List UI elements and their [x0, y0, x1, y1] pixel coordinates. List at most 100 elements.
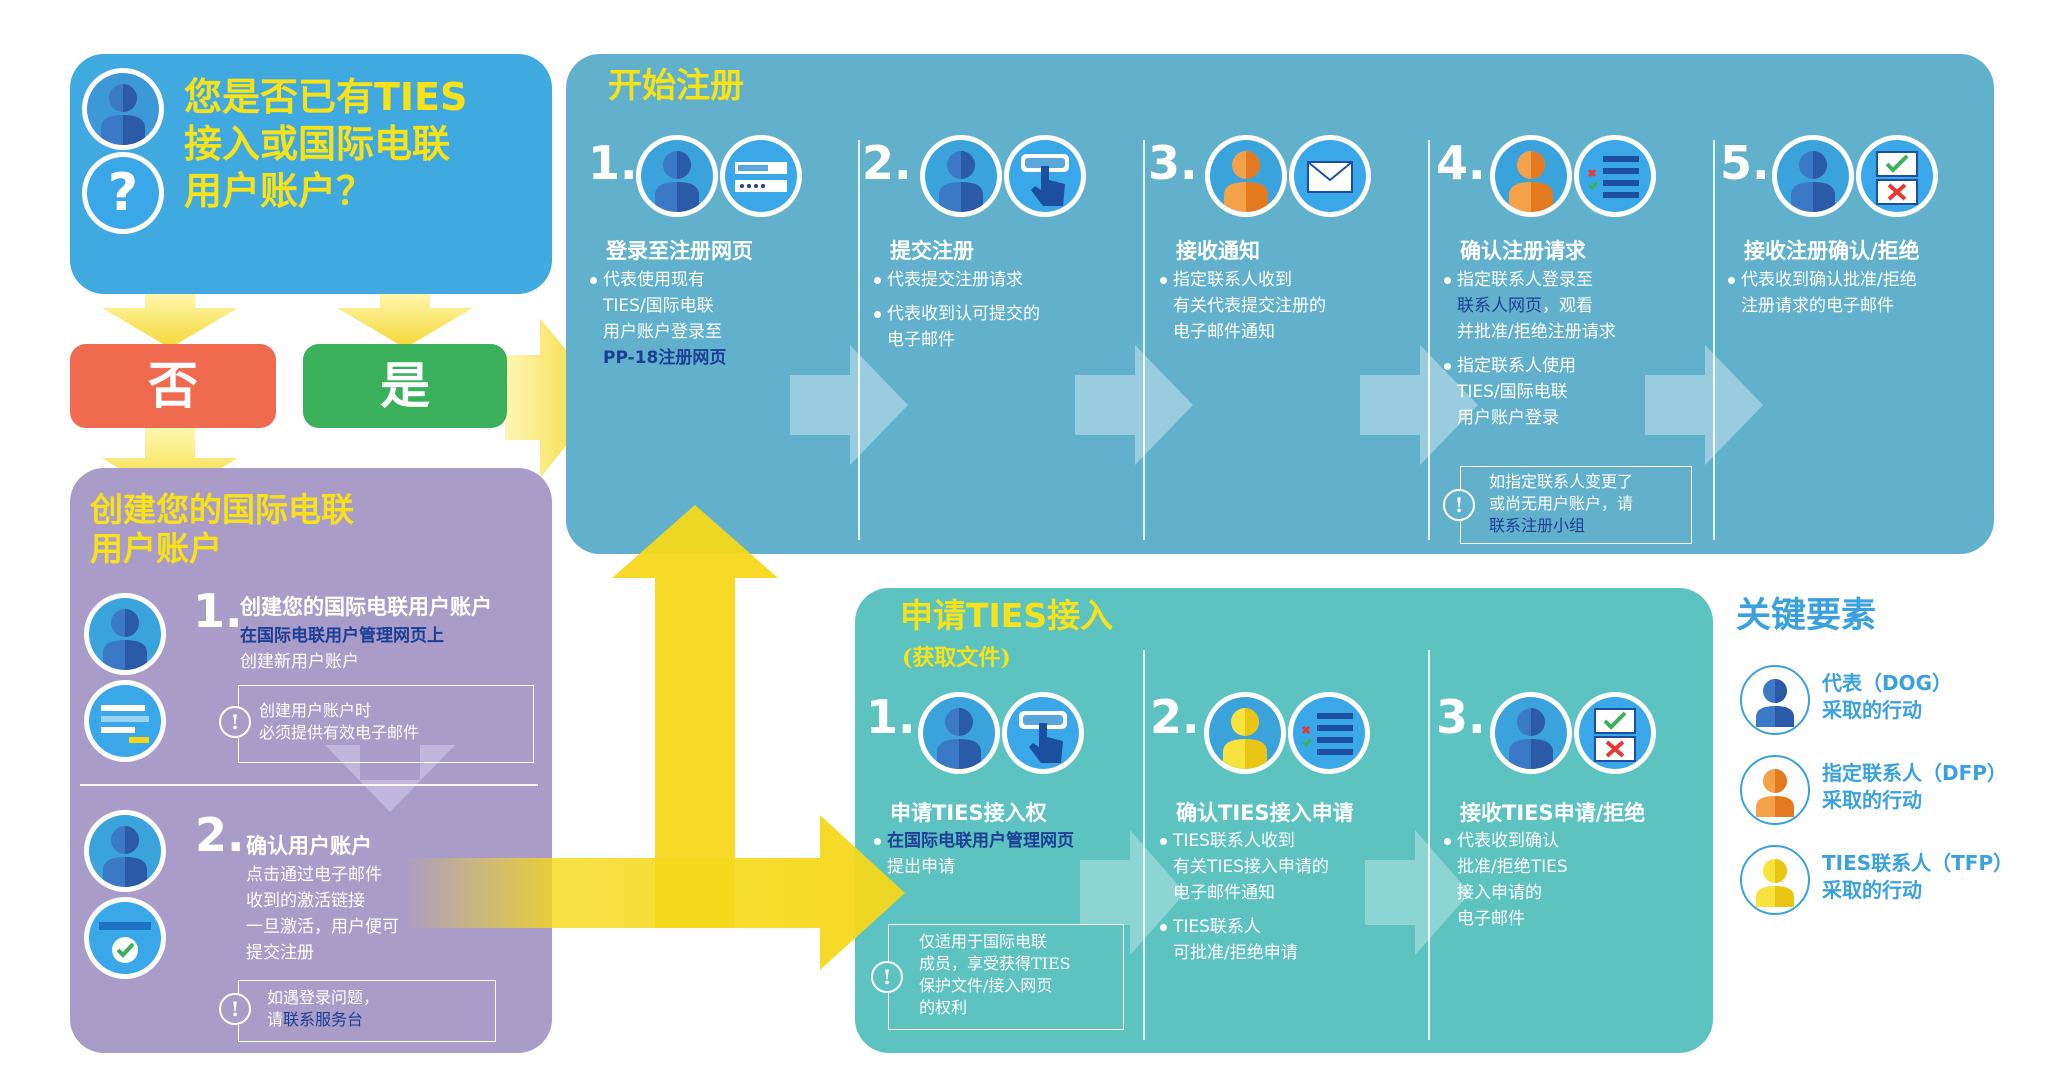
register-step2-avatar [920, 135, 1002, 217]
form-icon [101, 705, 149, 743]
person-icon-yellow [1756, 859, 1794, 907]
ties-step3-bullet: 代表收到确认 批准/拒绝TIES 接入申请的 电子邮件 [1444, 828, 1568, 932]
question-mark-icon: ? [107, 163, 139, 223]
yes-button[interactable]: 是 [303, 344, 507, 428]
person-icon [101, 84, 145, 145]
person-icon [103, 609, 147, 670]
ties-step2-list [1288, 692, 1370, 774]
ties-separator [1428, 650, 1430, 1040]
create-step1-note: ! 创建用户账户时 必须提供有效电子邮件 [219, 685, 534, 763]
help-desk-link[interactable]: 联系服务台 [283, 1010, 364, 1029]
person-icon [1791, 151, 1835, 212]
legend-dfp-label: 指定联系人（DFP） 采取的行动 [1822, 761, 2007, 812]
register-ghost-arrows [790, 345, 1763, 465]
ties-step1-note: ! 仅适用于国际电联 成员，享受获得TIES 保护文件/接入网页 的权利 [871, 924, 1124, 1030]
person-icon-orange [1509, 151, 1553, 212]
register-step4-number: 4. [1436, 136, 1486, 190]
arrow-up-to-register [612, 505, 778, 885]
register-separator [1713, 140, 1715, 540]
create-step2-note: ! 如遇登录问题， 请联系服务台 [219, 980, 496, 1042]
register-step3-avatar [1205, 135, 1287, 217]
arrow-shaft-horizontal [400, 858, 820, 928]
click-hand-icon [1019, 711, 1067, 763]
approve-reject-mail-icon [1876, 151, 1918, 205]
register-step3-number: 3. [1148, 136, 1198, 190]
person-icon [1509, 708, 1553, 769]
register-panel [566, 54, 1994, 554]
register-step1-avatar [636, 135, 718, 217]
ties-step2-avatar [1204, 692, 1286, 774]
register-step3-mail [1289, 135, 1371, 217]
register-step5-bullet: 代表收到确认批准/拒绝 注册请求的电子邮件 [1728, 267, 1917, 319]
legend-title: 关键要素 [1736, 596, 1877, 636]
ties-panel [855, 588, 1713, 1053]
ties-step1-avatar [918, 692, 1000, 774]
ties-step1-title: 申请TIES接入权 [890, 801, 1047, 825]
person-icon [1756, 679, 1794, 727]
warning-icon: ! [1443, 489, 1475, 521]
register-separator [1428, 140, 1430, 540]
envelope-icon [1307, 161, 1353, 193]
ties-title: 申请TIES接入 [900, 596, 1114, 635]
register-step2-bullets: 代表提交注册请求 代表收到认可提交的 电子邮件 [874, 267, 1040, 353]
create-ghost-arrow [325, 745, 455, 812]
question-title: 您是否已有TIES 接入或国际电联 用户账户？ [184, 75, 468, 213]
create-step2-avatar [84, 810, 166, 892]
person-icon [939, 151, 983, 212]
approve-reject-mail-icon [1594, 708, 1636, 762]
register-step4-list [1574, 135, 1656, 217]
ties-step3-avatar [1490, 692, 1572, 774]
ties-step3-number: 3. [1436, 690, 1486, 744]
user-management-link[interactable]: 在国际电联用户管理网页上 [240, 626, 444, 646]
register-step1-bullet: 代表使用现有 TIES/国际电联 用户账户登录至 PP-18注册网页 [590, 267, 726, 371]
warning-icon: ! [871, 961, 903, 993]
ties-ghost-arrows [1080, 830, 1470, 955]
create-step2-text: 点击通过电子邮件 收到的激活链接 一旦激活，用户便可 提交注册 [246, 865, 399, 963]
arrow-yes-to-register [505, 318, 605, 478]
person-icon-orange [1224, 151, 1268, 212]
ties-step1-number: 1. [866, 690, 916, 744]
create-title: 创建您的国际电联 用户账户 [90, 490, 354, 568]
create-step1-form [84, 680, 166, 762]
register-step1-login [720, 135, 802, 217]
ties-separator [1143, 650, 1145, 1040]
register-step2-number: 2. [862, 136, 912, 190]
arrow-right-to-ties [820, 815, 905, 970]
arrow-to-yes [337, 293, 473, 348]
no-button[interactable]: 否 [70, 344, 276, 428]
focal-point-page-link[interactable]: 联系人网页 [1457, 296, 1542, 316]
register-step2-submit [1004, 135, 1086, 217]
approve-list-icon [1301, 713, 1353, 755]
create-step1-number: 1. [193, 584, 243, 638]
approve-list-icon [1587, 156, 1639, 198]
person-icon [655, 151, 699, 212]
question-circle: ? [82, 152, 164, 234]
legend-tfp-avatar [1740, 845, 1810, 915]
register-step3-title: 接收通知 [1176, 239, 1260, 263]
arrow-no-to-create [102, 428, 238, 500]
person-icon [103, 826, 147, 887]
create-step2-title: 确认用户账户 [246, 834, 372, 858]
register-step4-bullets: 指定联系人登录至 联系人网页，观看 并批准/拒绝注册请求 指定联系人使用 TIE… [1444, 267, 1616, 431]
arrow-to-no [102, 293, 238, 348]
register-step4-note: ! 如指定联系人变更了 或尚无用户账户，请 联系注册小组 [1443, 466, 1692, 544]
legend-tfp-label: TIES联系人（TFP） 采取的行动 [1822, 851, 2014, 902]
ties-step1-submit [1002, 692, 1084, 774]
register-step1-number: 1. [588, 136, 638, 190]
ties-subtitle: (获取文件) [902, 645, 1011, 671]
register-step5-number: 5. [1720, 136, 1770, 190]
person-icon [937, 708, 981, 769]
legend-dfp-avatar [1740, 755, 1810, 825]
registration-team-link[interactable]: 联系注册小组 [1489, 516, 1586, 535]
ties-step2-number: 2. [1150, 690, 1200, 744]
representative-avatar [82, 68, 164, 150]
ties-user-management-link[interactable]: 在国际电联用户管理网页 [887, 831, 1074, 851]
create-step1-text: 创建新用户账户 [240, 652, 359, 672]
register-step5-title: 接收注册确认/拒绝 [1744, 239, 1920, 263]
register-step2-title: 提交注册 [890, 239, 974, 263]
check-icon [99, 922, 151, 963]
ties-step2-bullets: TIES联系人收到 有关TIES接入申请的 电子邮件通知 TIES联系人 可批准… [1160, 828, 1329, 966]
legend-dog-label: 代表（DOG） 采取的行动 [1822, 671, 1953, 722]
pp18-registration-link[interactable]: PP-18注册网页 [603, 348, 727, 368]
